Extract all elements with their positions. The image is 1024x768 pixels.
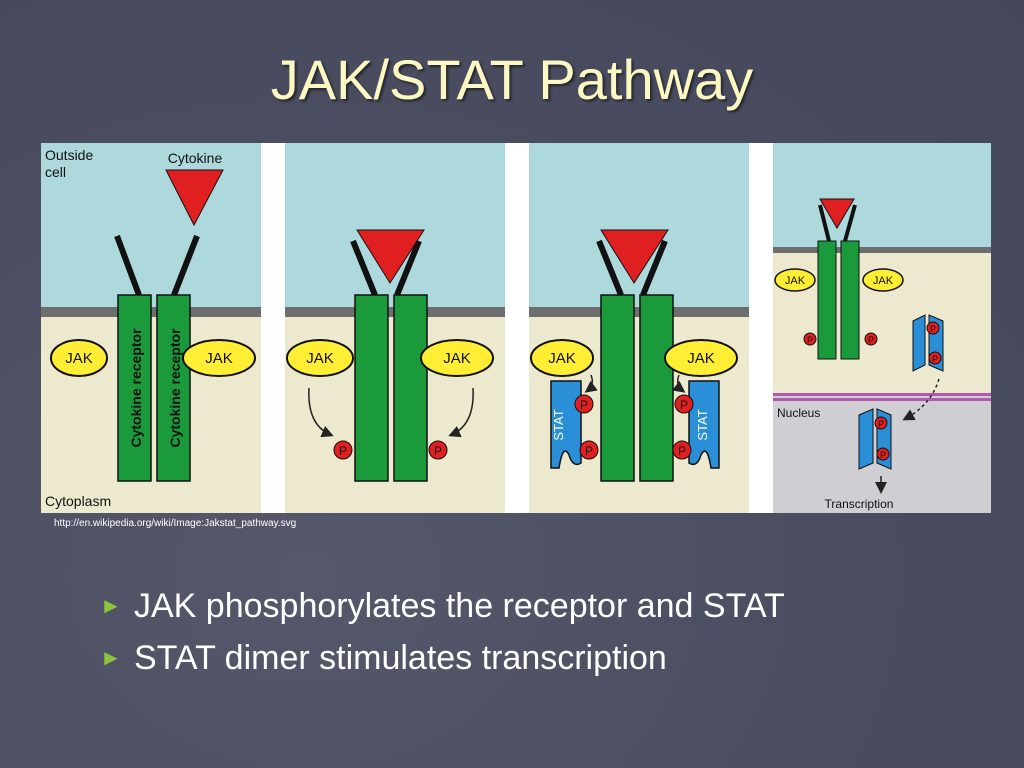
bullet-item: ► STAT dimer stimulates transcription	[100, 632, 785, 684]
bullet-arrow-icon: ►	[100, 645, 122, 670]
panel-1: Outside cell Cytokine Cytokine receptor …	[41, 143, 261, 513]
stat-right	[688, 380, 720, 469]
bullet-text: STAT dimer stimulates transcription	[134, 638, 667, 677]
jak-left	[530, 339, 594, 377]
jak-right-label: JAK	[205, 350, 233, 367]
phosphorylation-arrow-left	[584, 374, 598, 393]
phosphate-dimer-nucleus-bottom-label: P	[880, 450, 886, 460]
phosphate-dimer-nucleus-top	[874, 416, 888, 430]
cytokine-receptor-label-left: Cytokine receptor	[128, 328, 144, 448]
stat-dimer-nucleus-left	[858, 408, 874, 470]
stat-left-label: STAT	[551, 409, 566, 440]
image-source-caption: http://en.wikipedia.org/wiki/Image:Jakst…	[54, 518, 297, 529]
nucleus-label: Nucleus	[777, 406, 820, 420]
cytokine-triangle	[356, 229, 425, 284]
nuclear-membrane-outer	[773, 393, 991, 396]
receptor-arm-left	[350, 239, 378, 297]
receptor-arm-left	[596, 239, 624, 297]
cytokine-receptor-right	[840, 240, 860, 360]
jak-stat-diagram: Outside cell Cytokine Cytokine receptor …	[41, 143, 991, 513]
panel-3: JAK JAK STAT P P STAT P P	[529, 143, 749, 513]
jak-left-label: JAK	[548, 350, 576, 367]
bullet-item: ► JAK phosphorylates the receptor and ST…	[100, 580, 785, 632]
cytokine-receptor-right	[639, 294, 674, 482]
phosphate-receptor-left-label: P	[807, 335, 813, 345]
phosphate-receptor-right	[864, 332, 878, 346]
cytokine-receptor-left	[817, 240, 837, 360]
receptor-arm-right	[640, 239, 668, 297]
cytokine-triangle	[165, 169, 224, 227]
jak-right-label: JAK	[443, 350, 471, 367]
jak-left-label: JAK	[306, 350, 334, 367]
cell-membrane	[529, 307, 749, 317]
nuclear-membrane-inner	[773, 398, 991, 401]
phosphorylation-arrow-right	[672, 374, 686, 393]
cytokine-triangle	[600, 229, 669, 284]
jak-right-label: JAK	[873, 275, 894, 287]
cytokine-triangle	[819, 198, 855, 229]
phosphate-left	[333, 440, 353, 460]
bullet-text: JAK phosphorylates the receptor and STAT	[134, 586, 785, 625]
phosphate-dimer-cytoplasm-bottom	[928, 351, 942, 365]
receptor-arm-left	[114, 234, 142, 297]
phosphorylation-arrow-left	[308, 387, 334, 438]
cytokine-receptor-right	[393, 294, 428, 482]
jak-left-label: JAK	[785, 275, 806, 287]
phosphate-receptor-left	[803, 332, 817, 346]
jak-left	[286, 339, 354, 377]
stat-dimer-cytoplasm-left	[912, 314, 926, 372]
jak-right	[664, 339, 738, 377]
cytokine-receptor-label-right: Cytokine receptor	[167, 328, 183, 448]
translocation-arrow	[902, 378, 940, 421]
phosphate-right-label: P	[434, 444, 442, 458]
phosphate-dimer-cytoplasm-top	[926, 321, 940, 335]
phosphorylation-arrow-right	[448, 387, 474, 438]
jak-left	[50, 339, 108, 377]
cytokine-receptor-right	[156, 294, 191, 482]
cytokine-receptor-left	[600, 294, 635, 482]
cytokine-receptor-left	[354, 294, 389, 482]
jak-left-label: JAK	[65, 350, 93, 367]
receptor-arm-right	[394, 239, 422, 297]
bullet-arrow-icon: ►	[100, 593, 122, 618]
jak-right	[862, 268, 904, 292]
phosphate-receptor-right-label: P	[678, 444, 686, 458]
jak-left	[774, 268, 816, 292]
jak-right	[420, 339, 494, 377]
bullet-list: ► JAK phosphorylates the receptor and ST…	[100, 580, 785, 684]
phosphate-stat-right-label: P	[680, 398, 688, 412]
stat-right-label: STAT	[695, 409, 710, 440]
stat-left	[550, 380, 582, 469]
phosphate-dimer-cytoplasm-top-label: P	[930, 324, 936, 334]
phosphate-receptor-right	[672, 440, 692, 460]
outside-cell-label-line2: cell	[45, 164, 66, 180]
phosphate-dimer-nucleus-bottom	[876, 447, 890, 461]
phosphate-stat-left	[574, 394, 594, 414]
receptor-arm-left	[818, 204, 831, 242]
phosphate-receptor-left	[579, 440, 599, 460]
jak-right	[182, 339, 256, 377]
phosphate-dimer-cytoplasm-bottom-label: P	[932, 354, 938, 364]
phosphate-receptor-left-label: P	[585, 444, 593, 458]
jak-right-label: JAK	[687, 350, 715, 367]
phosphate-dimer-nucleus-top-label: P	[878, 419, 884, 429]
cytoplasm-label: Cytoplasm	[45, 493, 111, 509]
cytokine-label: Cytokine	[168, 150, 223, 166]
panel-4: JAK JAK P P P P Nucleus P P Transcriptio…	[773, 143, 991, 513]
phosphate-stat-right	[674, 394, 694, 414]
phosphate-left-label: P	[339, 444, 347, 458]
phosphate-right	[428, 440, 448, 460]
receptor-arm-right	[843, 204, 857, 242]
outside-cell-label-line1: Outside	[45, 147, 93, 163]
cytokine-receptor-left	[117, 294, 152, 482]
panel-2: JAK JAK P P	[285, 143, 505, 513]
phosphate-receptor-right-label: P	[868, 335, 874, 345]
cell-membrane	[773, 247, 991, 253]
slide-title: JAK/STAT Pathway	[270, 48, 754, 111]
transcription-label: Transcription	[825, 497, 894, 511]
phosphate-stat-left-label: P	[580, 398, 588, 412]
receptor-arm-right	[171, 234, 200, 297]
